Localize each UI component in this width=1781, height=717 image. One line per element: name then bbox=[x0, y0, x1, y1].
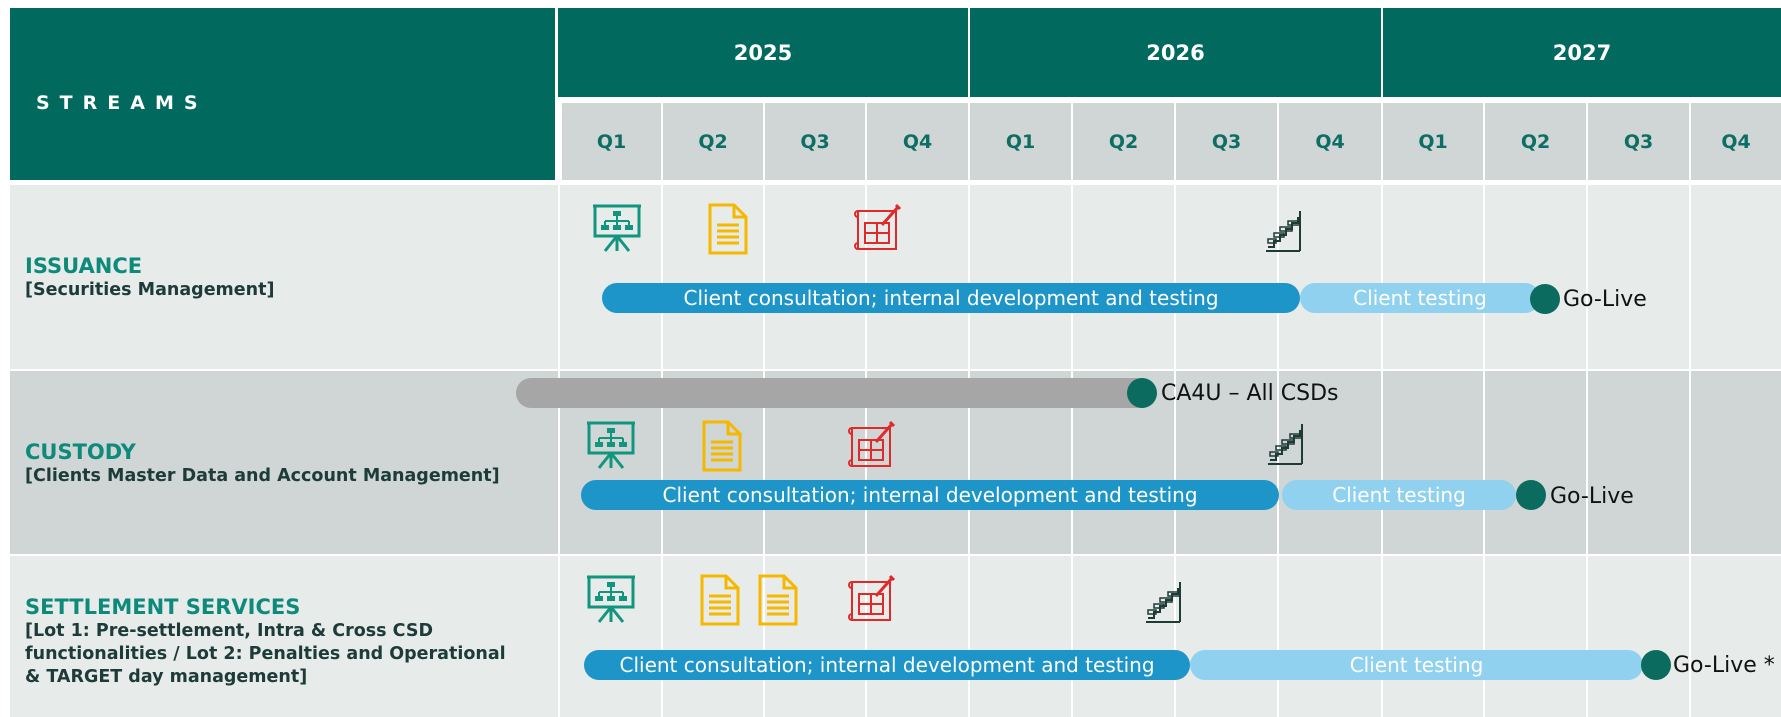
grid-line bbox=[558, 103, 560, 717]
ca4u-milestone bbox=[1127, 378, 1157, 408]
grid-line bbox=[763, 103, 765, 717]
ca4u-label: CA4U – All CSDs bbox=[1161, 381, 1339, 406]
steps-icon bbox=[1145, 581, 1181, 623]
presentation-icon bbox=[585, 575, 637, 624]
quarter-header: Q4 bbox=[1691, 103, 1781, 180]
bar-client-consultation: Client consultation; internal developmen… bbox=[602, 283, 1300, 313]
streams-header: STREAMS bbox=[10, 8, 555, 180]
grid-line bbox=[1071, 103, 1073, 717]
streams-label: STREAMS bbox=[36, 92, 208, 114]
settlement-label: SETTLEMENT SERVICES [Lot 1: Pre-settleme… bbox=[25, 595, 506, 689]
bar-client-testing: Client testing bbox=[1282, 480, 1516, 510]
grid-line bbox=[1174, 103, 1176, 717]
year-2025: 2025 bbox=[558, 8, 968, 97]
blueprint-icon bbox=[847, 574, 896, 622]
document-icon bbox=[702, 420, 742, 472]
bar-client-testing: Client testing bbox=[1190, 650, 1643, 680]
grid-line bbox=[1483, 103, 1485, 717]
go-live-milestone bbox=[1516, 480, 1546, 510]
stream-subtitle: & TARGET day management] bbox=[25, 667, 308, 687]
quarter-header: Q3 bbox=[1588, 103, 1689, 180]
presentation-icon bbox=[585, 421, 637, 470]
go-live-milestone bbox=[1641, 650, 1671, 680]
grid-line bbox=[1586, 103, 1588, 717]
blueprint-icon bbox=[847, 420, 896, 468]
quarter-header: Q1 bbox=[562, 103, 661, 180]
stream-subtitle: [Securities Management] bbox=[25, 280, 275, 300]
custody-label: CUSTODY [Clients Master Data and Account… bbox=[25, 440, 500, 488]
stream-subtitle: functionalities / Lot 2: Penalties and O… bbox=[25, 644, 506, 664]
grid-line bbox=[1277, 103, 1279, 717]
bar-client-consultation: Client consultation; internal developmen… bbox=[581, 480, 1279, 510]
document-icon bbox=[708, 203, 748, 255]
stream-title: ISSUANCE bbox=[25, 254, 143, 278]
stream-title: CUSTODY bbox=[25, 440, 136, 464]
issuance-label: ISSUANCE [Securities Management] bbox=[25, 254, 275, 302]
steps-icon bbox=[1267, 423, 1303, 465]
settlement-row bbox=[10, 556, 1781, 717]
stream-subtitle: [Clients Master Data and Account Managem… bbox=[25, 466, 500, 486]
grid-line bbox=[1381, 8, 1383, 717]
grid-line bbox=[865, 103, 867, 717]
stream-title: SETTLEMENT SERVICES bbox=[25, 595, 301, 619]
steps-icon bbox=[1265, 210, 1301, 252]
document-icon bbox=[758, 574, 798, 626]
bar-client-consultation: Client consultation; internal developmen… bbox=[584, 650, 1190, 680]
quarter-header: Q2 bbox=[663, 103, 763, 180]
grid-line bbox=[661, 103, 663, 717]
bar-ca4u bbox=[516, 378, 1151, 408]
document-icon bbox=[700, 574, 740, 626]
grid-line bbox=[968, 8, 970, 717]
quarter-header: Q1 bbox=[970, 103, 1071, 180]
quarter-header: Q1 bbox=[1383, 103, 1483, 180]
go-live-label: Go-Live bbox=[1550, 484, 1634, 509]
presentation-icon bbox=[591, 204, 643, 253]
quarter-header: Q3 bbox=[1176, 103, 1277, 180]
bar-client-testing: Client testing bbox=[1300, 283, 1540, 313]
go-live-label: Go-Live * bbox=[1673, 653, 1775, 678]
quarter-header: Q2 bbox=[1485, 103, 1586, 180]
quarter-header: Q4 bbox=[867, 103, 968, 180]
blueprint-icon bbox=[853, 203, 902, 251]
quarter-header: Q4 bbox=[1279, 103, 1381, 180]
grid-line bbox=[1689, 103, 1691, 717]
go-live-milestone bbox=[1530, 284, 1560, 314]
quarter-header: Q2 bbox=[1073, 103, 1174, 180]
quarter-header: Q3 bbox=[765, 103, 865, 180]
stream-subtitle: [Lot 1: Pre-settlement, Intra & Cross CS… bbox=[25, 621, 433, 641]
go-live-label: Go-Live bbox=[1563, 287, 1647, 312]
year-2026: 2026 bbox=[970, 8, 1381, 97]
year-2027: 2027 bbox=[1383, 8, 1781, 97]
